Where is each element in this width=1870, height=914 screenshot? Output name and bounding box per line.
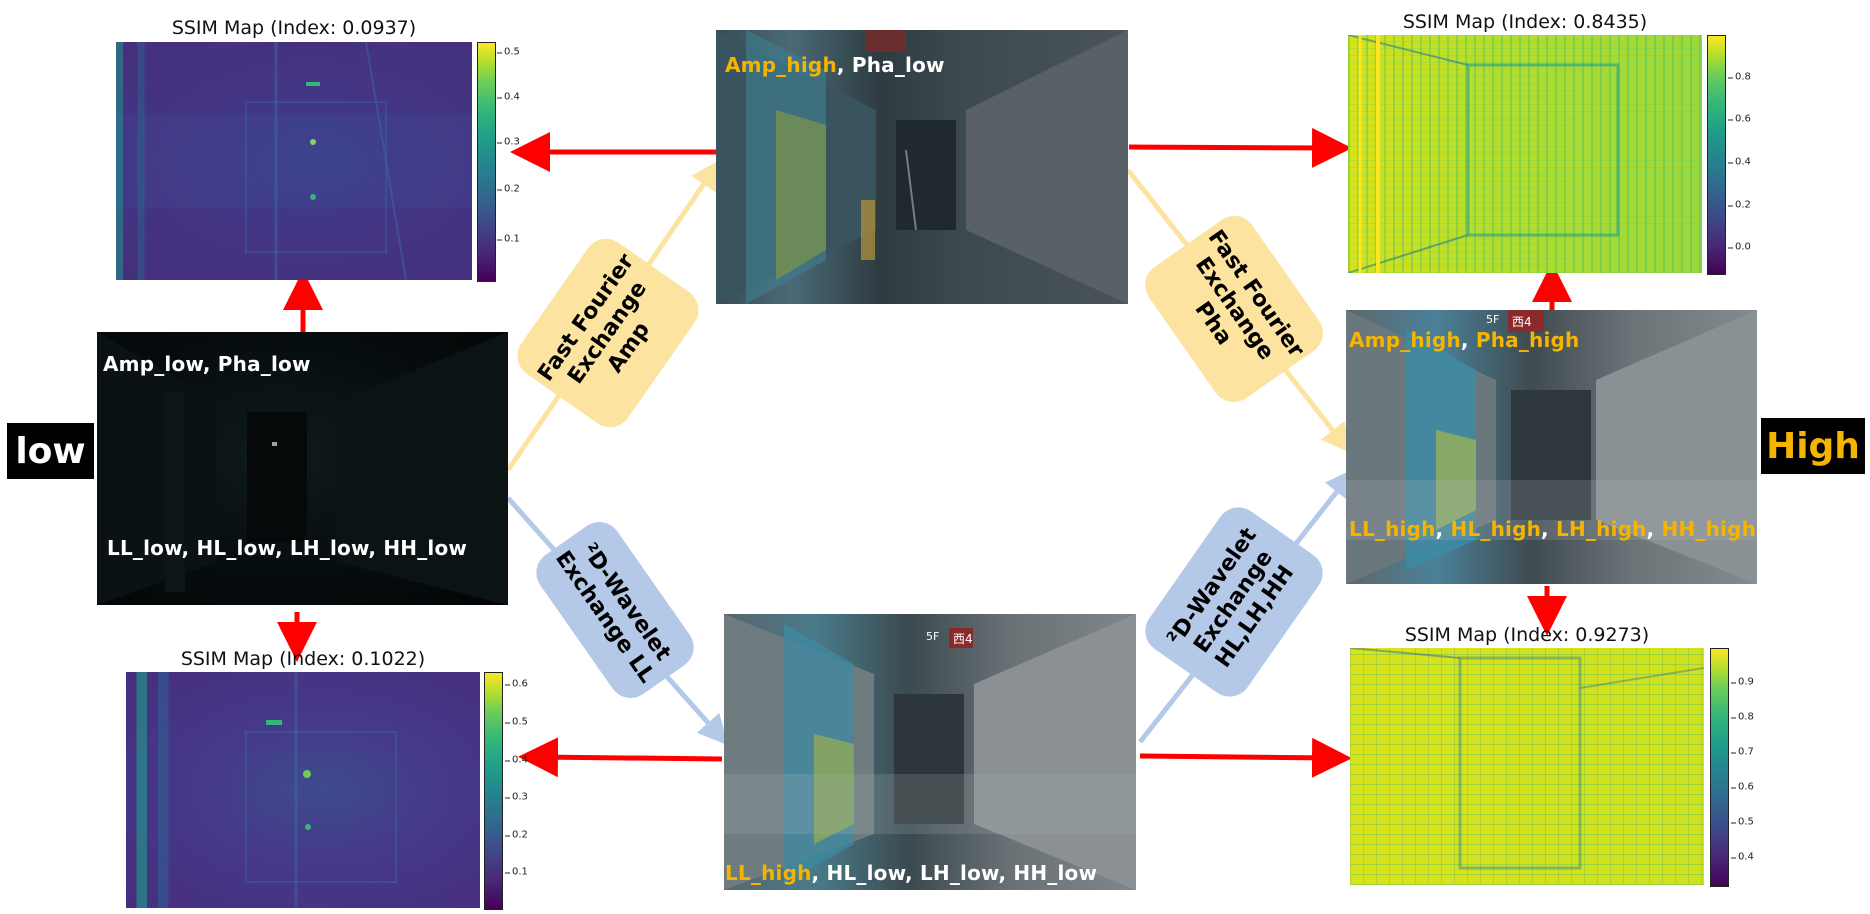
arrow-wavelet-to-ssim-left	[518, 737, 723, 778]
ssim-map-bottom-left	[126, 672, 480, 908]
term: LH_low	[919, 861, 999, 885]
term: LL_low	[107, 536, 182, 560]
term: Amp_low	[103, 352, 203, 376]
ssim-title-bottom-right: SSIM Map (Index: 0.9273)	[1404, 624, 1650, 646]
high-tag: High	[1761, 418, 1865, 474]
low-tag-text: low	[15, 430, 86, 472]
tick: 0.5	[497, 46, 520, 58]
separator: ,	[202, 352, 218, 376]
arrow-wavelet-to-ssim-right	[1139, 737, 1352, 778]
floor-text: 5F	[1486, 313, 1499, 326]
tick: 0.5	[505, 716, 528, 728]
term: HL_low	[826, 861, 905, 885]
high-tag-text: High	[1766, 425, 1860, 467]
ssim-map-top-right	[1348, 35, 1702, 273]
wavelet-ll-image: 西4 5F LL_high, HL_low, LH_low, HH_low	[724, 614, 1136, 890]
separator: ,	[1541, 517, 1557, 541]
term: Amp_high	[1349, 328, 1461, 352]
term: LL_high	[1349, 517, 1436, 541]
term: HH_low	[1013, 861, 1098, 885]
term: Pha_high	[1475, 328, 1580, 352]
ssim-title-top-right: SSIM Map (Index: 0.8435)	[1402, 11, 1648, 33]
low-tag: low	[7, 423, 94, 479]
ssim-map-structure	[245, 42, 407, 280]
tick: 0.0	[1728, 241, 1751, 253]
colorbar-bottom-left	[484, 672, 503, 910]
colorbar-top-right	[1707, 35, 1726, 275]
tick: 0.2	[505, 829, 528, 841]
colorbar-ticks-bottom-left: 0.6 0.5 0.4 0.3 0.2 0.1	[505, 672, 542, 908]
term: HH_high	[1661, 517, 1757, 541]
term: LH_high	[1556, 517, 1647, 541]
low-light-image: Amp_low, Pha_low LL_low, HL_low, LH_low,…	[97, 332, 508, 605]
tick: 0.1	[497, 233, 520, 245]
tick: 0.2	[1728, 199, 1751, 211]
separator: ,	[368, 536, 384, 560]
corridor-drawing: 西4 5F	[1346, 310, 1757, 584]
label-wavelet-bottom: LL_high, HL_low, LH_low, HH_low	[725, 861, 1097, 885]
term: LL_high	[725, 861, 812, 885]
ssim-map-structure	[1348, 35, 1620, 273]
tick: 0.3	[505, 791, 528, 803]
separator: ,	[998, 861, 1014, 885]
label-low-bottom: LL_low, HL_low, LH_low, HH_low	[107, 536, 467, 560]
tick: 0.6	[1731, 781, 1754, 793]
corridor-drawing	[97, 332, 508, 605]
sign-text: 西4	[953, 632, 973, 646]
fft-amp-image: Amp_high, Pha_low	[716, 30, 1128, 304]
label-low-top: Amp_low, Pha_low	[103, 352, 311, 376]
separator: ,	[274, 536, 290, 560]
ssim-map-structure	[1350, 648, 1704, 870]
separator: ,	[905, 861, 920, 885]
colorbar-ticks-top-right: 0.8 0.6 0.4 0.2 0.0	[1728, 35, 1765, 273]
term: HL_low	[196, 536, 275, 560]
separator: ,	[1435, 517, 1451, 541]
separator: ,	[181, 536, 197, 560]
tick: 0.9	[1731, 676, 1754, 688]
separator: ,	[811, 861, 827, 885]
corridor-drawing	[716, 30, 1128, 304]
tick: 0.6	[505, 678, 528, 690]
tick: 0.8	[1731, 711, 1754, 723]
floor-text: 5F	[926, 630, 939, 643]
tick: 0.4	[505, 754, 528, 766]
tick: 0.4	[1731, 851, 1754, 863]
separator: ,	[836, 53, 852, 77]
label-high-bottom: LL_high, HL_high, LH_high, HH_high	[1349, 517, 1756, 541]
term: LH_low	[289, 536, 369, 560]
tick: 0.8	[1728, 71, 1751, 83]
term: HH_low	[383, 536, 468, 560]
label-high-top: Amp_high, Pha_high	[1349, 328, 1580, 352]
ssim-title-bottom-left: SSIM Map (Index: 0.1022)	[180, 648, 426, 670]
high-light-image: 西4 5F Amp_high, Pha_high LL_high, HL_hig…	[1346, 310, 1757, 584]
colorbar-ticks-top-left: 0.5 0.4 0.3 0.2 0.1	[497, 42, 534, 280]
separator: ,	[1460, 328, 1476, 352]
ssim-map-bottom-right	[1350, 648, 1704, 885]
corridor-drawing: 西4 5F	[724, 614, 1136, 890]
tick: 0.4	[497, 91, 520, 103]
tick: 0.4	[1728, 156, 1751, 168]
ssim-title-top-left: SSIM Map (Index: 0.0937)	[171, 17, 417, 39]
term: Pha_low	[851, 53, 945, 77]
separator: ,	[1646, 517, 1662, 541]
arrow-fftamp-to-ssim-right	[1128, 127, 1352, 168]
tick: 0.7	[1731, 746, 1754, 758]
colorbar-ticks-bottom-right: 0.9 0.8 0.7 0.6 0.5 0.4	[1731, 648, 1768, 885]
term: HL_high	[1450, 517, 1542, 541]
ssim-map-top-left	[116, 42, 472, 280]
term: Amp_high	[725, 53, 837, 77]
label-fftamp-top: Amp_high, Pha_low	[725, 53, 945, 77]
colorbar-top-left	[477, 42, 496, 282]
ssim-map-structure	[245, 672, 397, 908]
tick: 0.5	[1731, 816, 1754, 828]
tick: 0.3	[497, 136, 520, 148]
tick: 0.1	[505, 866, 528, 878]
colorbar-bottom-right	[1710, 648, 1729, 887]
sign-text: 西4	[1512, 315, 1532, 329]
tick: 0.2	[497, 183, 520, 195]
term: Pha_low	[217, 352, 311, 376]
tick: 0.6	[1728, 113, 1751, 125]
